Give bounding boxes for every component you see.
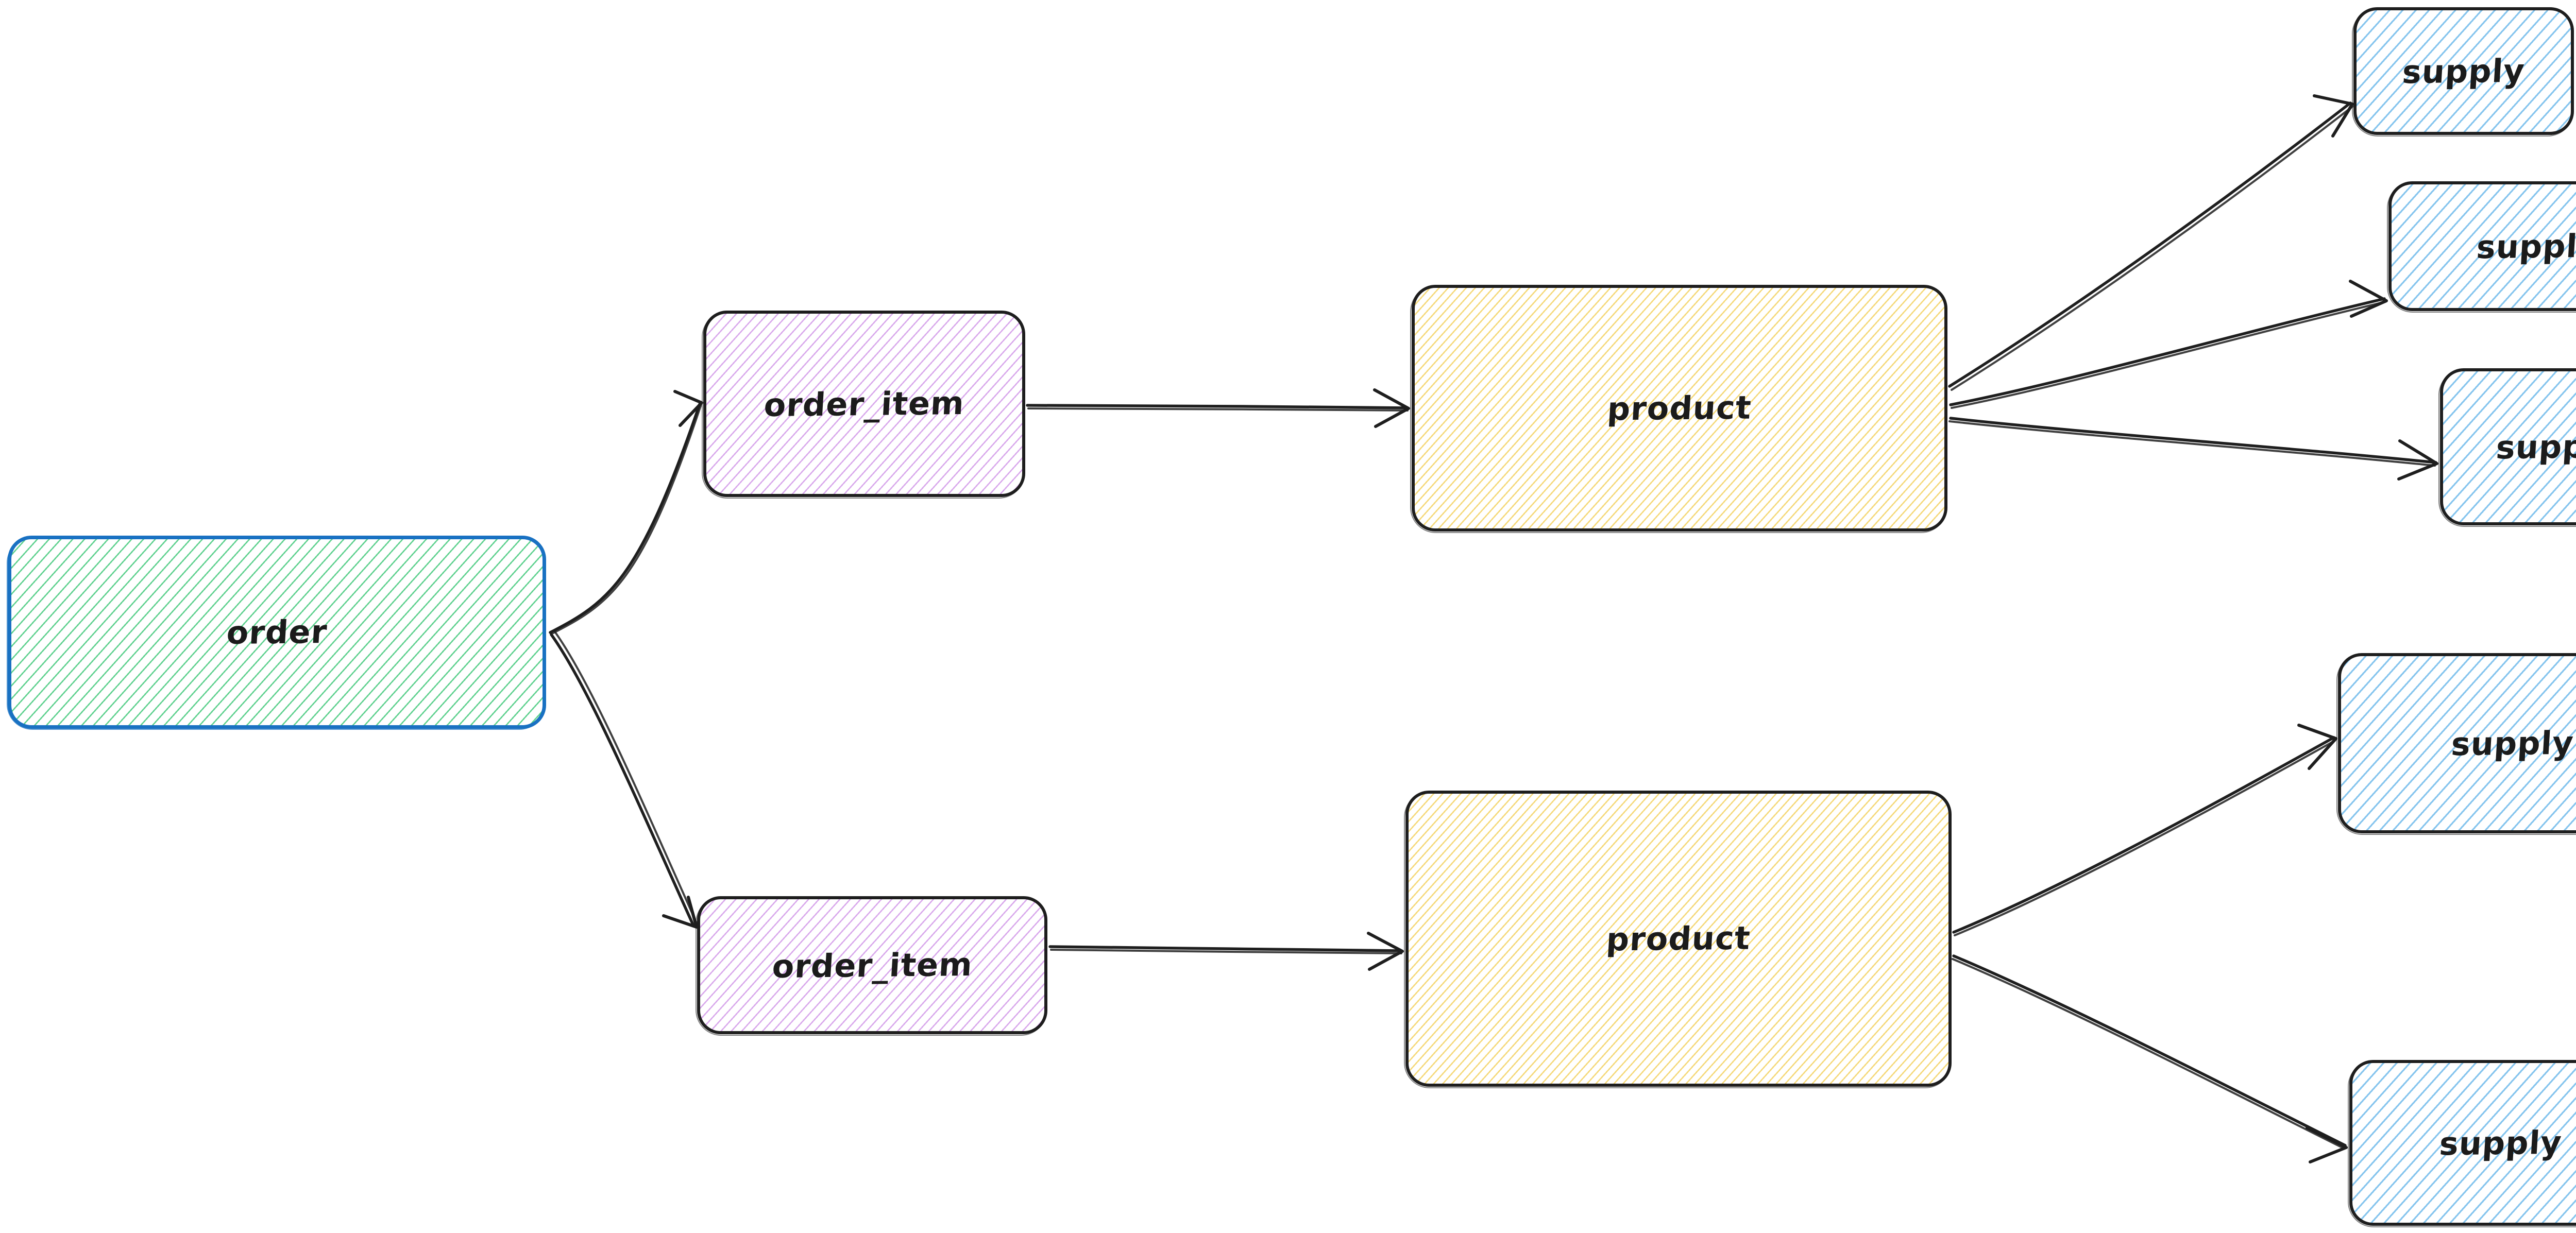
edge-product_1-to-supply_1 (1948, 94, 2354, 391)
node-supply-2-label: supply (2475, 227, 2576, 266)
edge-product_2-to-supply_5 (1952, 954, 2348, 1163)
node-product-2-label: product (1605, 919, 1752, 958)
node-supply-1-label: supply (2401, 52, 2526, 91)
node-supply-5[interactable]: supply (2348, 1060, 2576, 1227)
edge-product_1-to-supply_3 (1948, 417, 2438, 481)
node-supply-4-label: supply (2450, 724, 2575, 763)
edge-order-to-order_item_2 (550, 631, 698, 929)
node-order-item-1-label: order_item (762, 384, 966, 424)
node-order[interactable]: order (7, 536, 546, 730)
edge-order_item_1-to-product_1 (1026, 388, 1410, 428)
node-supply-5-label: supply (2438, 1123, 2563, 1162)
node-order-label: order (225, 612, 329, 652)
node-order-item-2[interactable]: order_item (696, 896, 1047, 1036)
node-order-item-1[interactable]: order_item (702, 311, 1025, 499)
node-product-1[interactable]: product (1410, 285, 1947, 533)
node-supply-1[interactable]: supply (2352, 7, 2574, 136)
node-supply-2[interactable]: supply (2387, 181, 2576, 313)
node-order-item-2-label: order_item (771, 945, 974, 985)
edge-order-to-order_item_1 (549, 390, 703, 635)
node-product-1-label: product (1606, 388, 1753, 428)
edge-product_1-to-supply_2 (1949, 280, 2388, 409)
edge-product_2-to-supply_4 (1952, 724, 2337, 936)
node-product-2[interactable]: product (1404, 791, 1952, 1088)
node-supply-3-label: supply (2495, 427, 2576, 467)
node-supply-4[interactable]: supply (2336, 653, 2576, 835)
node-supply-3[interactable]: supply (2438, 368, 2576, 527)
edge-order_item_2-to-product_2 (1048, 932, 1404, 971)
